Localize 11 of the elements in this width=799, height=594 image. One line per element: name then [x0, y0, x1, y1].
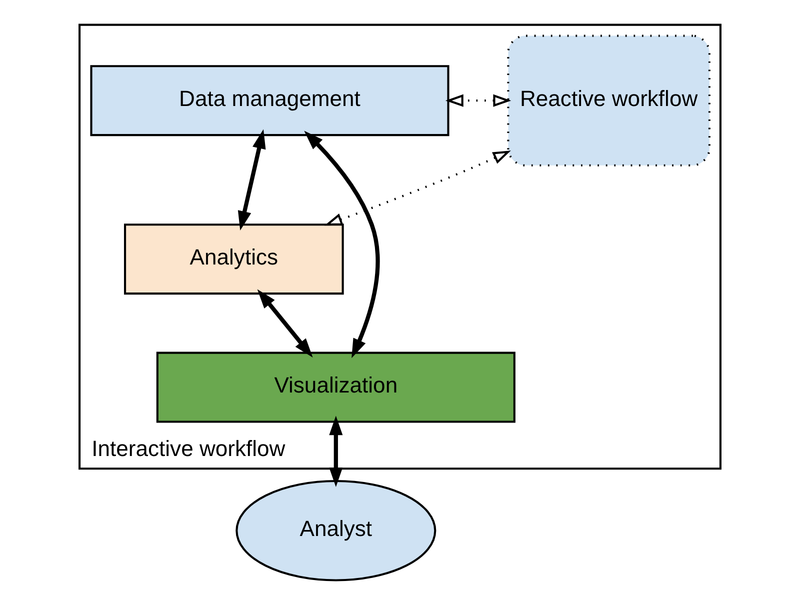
node-box: Visualization — [156, 352, 515, 423]
arrow — [256, 289, 312, 358]
arrow — [444, 94, 511, 107]
arrow — [328, 416, 342, 487]
arrow — [304, 130, 380, 358]
node-box: Analytics — [124, 224, 344, 295]
node-ellipse: Analyst — [235, 480, 436, 582]
arrow — [324, 150, 510, 226]
node-box: Reactive workflow — [506, 34, 710, 166]
node-box: Data management — [90, 65, 449, 136]
arrow — [237, 129, 266, 230]
